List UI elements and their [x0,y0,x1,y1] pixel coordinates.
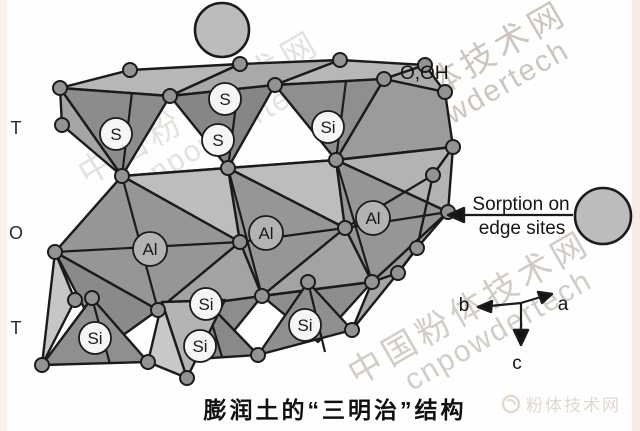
svg-text:Si: Si [320,118,335,137]
oxygen-vertex-sphere [67,292,83,308]
oxygen-vertex-sphere [300,274,316,290]
footer-logo-icon-swirl [506,399,516,406]
oxygen-vertex-sphere [267,77,283,93]
oxygen-vertex-sphere [390,265,406,281]
axis-c-arrowhead [512,328,530,347]
tetrahedra-bottom-layer [40,250,400,380]
oxygen-vertex-sphere [54,117,70,133]
atom-label-al: Al [248,215,284,251]
svg-text:Al: Al [365,209,380,228]
figure-caption: 膨润土的“三明治”结构 [203,397,467,423]
svg-text:Al: Al [258,224,273,243]
oxygen-vertex-sphere [409,240,425,256]
oxygen-vertex-sphere [445,139,461,155]
o-oh-label: O,OH [400,63,449,84]
axis-b-label: b [459,295,470,316]
oxygen-vertex-sphere [254,288,270,304]
oxygen-vertex-sphere [364,274,380,290]
edge-site-cation [573,186,633,246]
oxygen-vertex-sphere [84,290,100,306]
svg-text:Al: Al [142,240,157,259]
oxygen-vertex-sphere [162,88,178,104]
oxygen-vertex-spheres [34,52,461,386]
axis-a-label: a [558,294,569,315]
axis-a-arrowhead [536,290,554,305]
sorption-text-line2: edge sites [479,218,566,239]
atom-label-si: Si [311,110,345,144]
atom-label-si: Si [189,287,223,321]
cation-spheres [193,1,633,246]
atom-label-al: Al [355,200,391,236]
oxygen-vertex-sphere [47,244,63,260]
footer-logo-text: 粉体技术网 [526,396,621,415]
adsorbed-cation-top [193,1,251,59]
oxygen-vertex-sphere [376,71,392,87]
sorption-annotation: Sorption on edge sites [446,194,573,239]
oxygen-vertex-sphere [437,84,453,100]
oxygen-vertex-sphere [337,220,353,236]
oxygen-vertex-sphere [250,347,266,363]
footer-logo: 粉体技术网 [501,394,621,415]
oxygen-vertex-sphere [332,52,348,68]
atom-label-si: S [208,82,242,116]
oxygen-vertex-sphere [179,370,195,386]
atom-label-si: S [201,123,235,157]
oxygen-vertex-sphere [34,357,50,373]
oxygen-vertex-sphere [52,80,68,96]
svg-text:Si: Si [198,295,213,314]
svg-text:Si: Si [297,316,312,335]
oxygen-vertex-sphere [140,354,156,370]
svg-text:Si: Si [87,329,102,348]
oxygen-vertex-sphere [220,160,236,176]
layer-label-t-bottom: T [11,318,22,338]
footer-logo-icon [501,394,521,414]
svg-text:S: S [219,90,230,109]
axis-b-arrowhead [476,299,494,314]
oxygen-vertex-sphere [150,302,166,318]
oxygen-vertex-sphere [232,56,248,72]
oxygen-vertex-sphere [114,168,130,184]
svg-text:Si: Si [192,337,207,356]
sorption-arrowhead [446,206,466,224]
oxygen-vertex-sphere [344,322,360,338]
atom-label-al: Al [132,231,168,267]
atom-label-si: Si [288,308,322,342]
layer-label-o: O [9,223,23,243]
oxygen-vertex-sphere [328,152,344,168]
sorption-text-line1: Sorption on [472,194,569,215]
svg-text:S: S [212,131,223,150]
left-edge-strip [0,0,7,431]
atom-label-si: Si [78,321,112,355]
oxygen-vertex-sphere [232,234,248,250]
atom-label-si: Si [183,329,217,363]
svg-text:S: S [110,125,121,144]
oxygen-vertex-sphere [417,57,433,73]
axis-c-label: c [512,353,522,374]
right-edge-strip [632,0,640,431]
oxygen-vertex-sphere [425,167,441,183]
layer-label-t-top: T [11,118,22,138]
oxygen-vertex-sphere [122,62,138,78]
crystal-axes: b a c [459,290,569,374]
atom-label-si: S [99,117,133,151]
